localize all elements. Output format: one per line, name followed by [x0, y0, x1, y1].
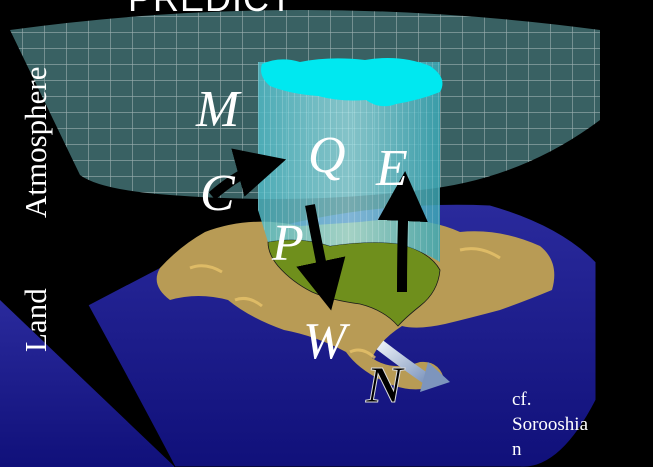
variable-m: M [196, 81, 240, 138]
citation-line-1: cf. [512, 389, 532, 410]
figure-title: PREDICT [128, 0, 293, 20]
runoff-outflow-arrow [376, 340, 432, 385]
atmosphere-label: Atmosphere [18, 66, 53, 218]
citation: cf. Sorooshia n [512, 388, 622, 463]
precipitation-arrow [296, 204, 346, 311]
variable-p: P [272, 215, 304, 272]
variable-n: N [366, 357, 405, 414]
land-label: Land [18, 288, 53, 352]
variable-w: W [303, 313, 347, 370]
convergence-arrow [208, 148, 287, 200]
variable-q: Q [308, 127, 346, 184]
citation-line-3: n [512, 439, 522, 460]
variable-e: E [376, 140, 408, 197]
citation-line-2: Sorooshia [512, 414, 588, 435]
column-top [261, 58, 443, 107]
evapotranspiration-arrow [377, 171, 428, 293]
ocean-panel [0, 300, 175, 467]
variable-c: C [200, 165, 235, 222]
north-america-land [156, 219, 555, 390]
